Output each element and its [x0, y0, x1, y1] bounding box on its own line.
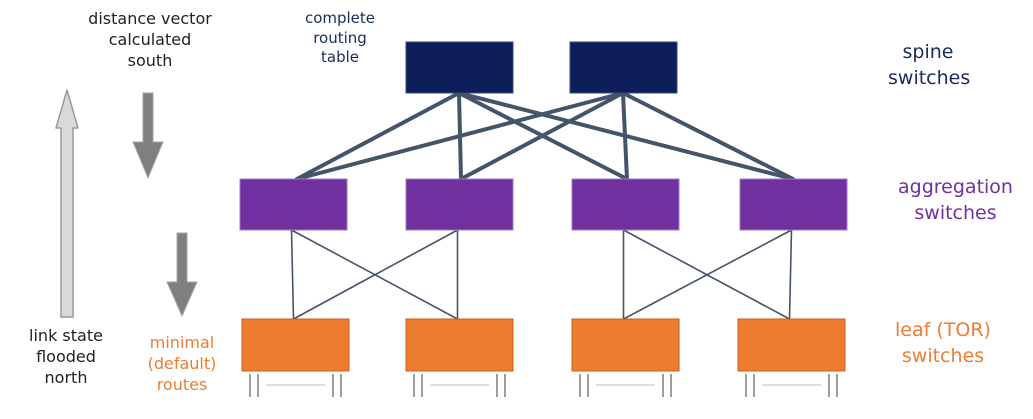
distance-vector-label: distance vector calculated south	[88, 9, 212, 70]
leaf-switches-label: leaf (TOR) switches	[895, 319, 991, 367]
spine-link	[621, 91, 629, 181]
spine-link	[621, 91, 795, 181]
server-rack	[745, 374, 838, 397]
pod-link	[293, 229, 458, 320]
minimal-routes-label: minimal (default) routes	[147, 333, 217, 394]
spine-link	[295, 91, 461, 181]
default-routes-south-arrow	[166, 232, 198, 318]
arrows-layer	[55, 89, 198, 318]
leaf-switch	[405, 318, 514, 372]
link-state-north-arrow	[55, 89, 79, 318]
links-layer	[290, 91, 795, 320]
spine-switch	[569, 41, 678, 94]
aggregation-switches-label: aggregation switches	[898, 176, 1013, 224]
leaf-switch	[737, 318, 846, 372]
pod-link	[788, 229, 793, 320]
server-rack	[579, 374, 672, 397]
complete-routing-table-label: complete routing table	[304, 9, 376, 66]
link-state-label: link state flooded north	[29, 326, 103, 387]
pod-link	[623, 229, 792, 320]
aggregation-switch	[739, 178, 848, 231]
spine-switch	[405, 41, 514, 94]
distance-vector-south-arrow	[132, 92, 164, 180]
spine-link	[295, 91, 625, 181]
spine-link	[459, 91, 625, 181]
aggregation-switch	[405, 178, 514, 231]
nodes-layer	[239, 41, 848, 397]
pod-link	[290, 229, 295, 320]
server-rack	[249, 374, 342, 397]
spine-switches-label: spine switches	[888, 41, 971, 89]
leaf-switch	[571, 318, 680, 372]
leaf-switch	[241, 318, 350, 372]
aggregation-switch	[239, 178, 348, 231]
aggregation-switch	[571, 178, 680, 231]
server-rack	[413, 374, 506, 397]
